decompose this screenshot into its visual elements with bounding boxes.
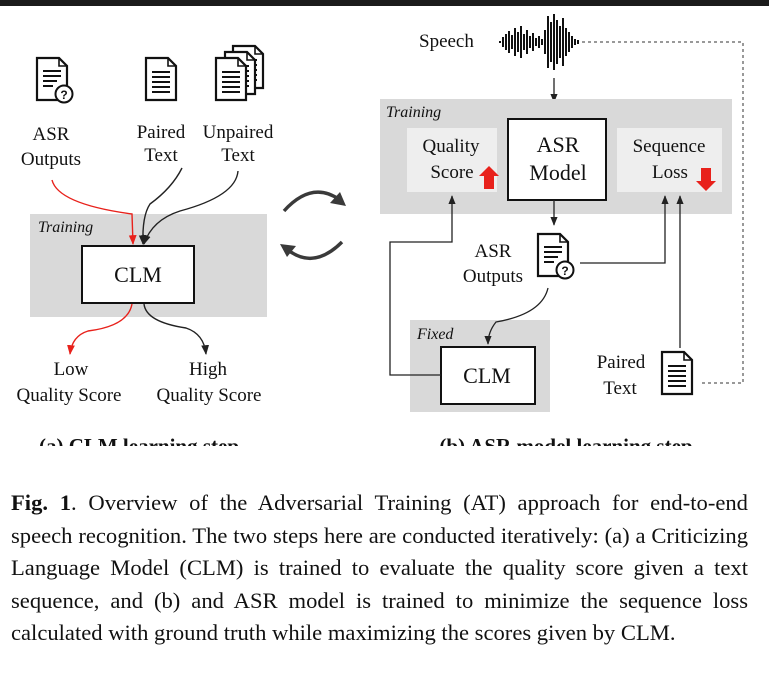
asr-outputs-doc-icon [35,56,74,104]
left-unpaired-text-line1: Unpaired [203,122,274,143]
right-asr-outputs-doc-icon [536,232,575,280]
quality-score-line1: Quality [423,136,480,157]
left-paired-text-line2: Text [144,145,178,166]
left-clm-box [81,245,195,304]
paired-text-doc-icon [144,56,178,102]
high-score-line1: High [189,359,228,380]
high-score-line2: Quality Score [156,385,261,406]
up-arrow-icon [479,166,499,189]
down-arrow-icon [696,168,716,191]
right-asr-outputs-line2: Outputs [463,266,523,287]
clm-to-high-arrow [143,303,210,355]
left-clm-label: CLM [114,262,162,287]
fixed-label: Fixed [416,326,454,343]
clm-to-low-red-arrow [67,303,133,355]
left-asr-outputs-line1: ASR [33,124,70,145]
speech-dashed-path [582,41,744,384]
caption-text: . Overview of the Adversarial Training (… [11,490,748,645]
figure-caption: Fig. 1. Overview of the Adversarial Trai… [11,487,748,650]
left-unpaired-text-line2: Text [221,145,255,166]
unpaired-to-clm-arrow [143,170,239,245]
waveform-icon [499,14,579,70]
asr-to-clm-red-arrow [51,179,137,245]
top-border [0,0,769,6]
left-subcaption: (a) CLM learning step [39,434,239,446]
right-clm-label: CLM [463,363,511,388]
left-training-label: Training [38,219,93,236]
right-clm-box [440,346,536,405]
low-score-line1: Low [54,359,89,380]
caption-fig-label: Fig. 1 [11,490,72,515]
paired-to-clm-arrow [138,167,183,245]
right-paired-text-line2: Text [603,378,637,399]
diagram-canvas: ? ASR Outputs Paired Text Unpaired Text … [16,14,744,458]
right-paired-text-doc-icon [660,350,694,396]
asr-model-line2: Model [529,160,586,185]
figure: ? ASR Outputs Paired Text Unpaired Text … [0,6,769,458]
sequence-loss-line1: Sequence [633,136,706,157]
left-paired-text-line1: Paired [137,122,186,143]
quality-score-line2: Score [430,162,473,183]
right-paired-text-line1: Paired [597,352,646,373]
unpaired-text-doc-stack-icon [214,44,265,102]
speech-label: Speech [419,31,474,52]
low-score-line2: Quality Score [16,385,121,406]
sequence-loss-line2: Loss [652,162,688,183]
outputs-to-loss-arrow [580,195,669,264]
right-asr-outputs-line1: ASR [475,241,512,262]
left-asr-outputs-line2: Outputs [21,149,81,170]
asr-model-line1: ASR [537,132,580,157]
clm-to-score-arrow [389,195,456,376]
right-subcaption: (b) ASR model learning step [439,434,692,446]
right-training-label: Training [386,104,441,121]
asr-model-box [507,118,607,201]
cycle-arrows-icon [280,190,346,260]
quality-score-box [407,128,497,192]
outputs-to-clm-arrow [484,287,549,345]
